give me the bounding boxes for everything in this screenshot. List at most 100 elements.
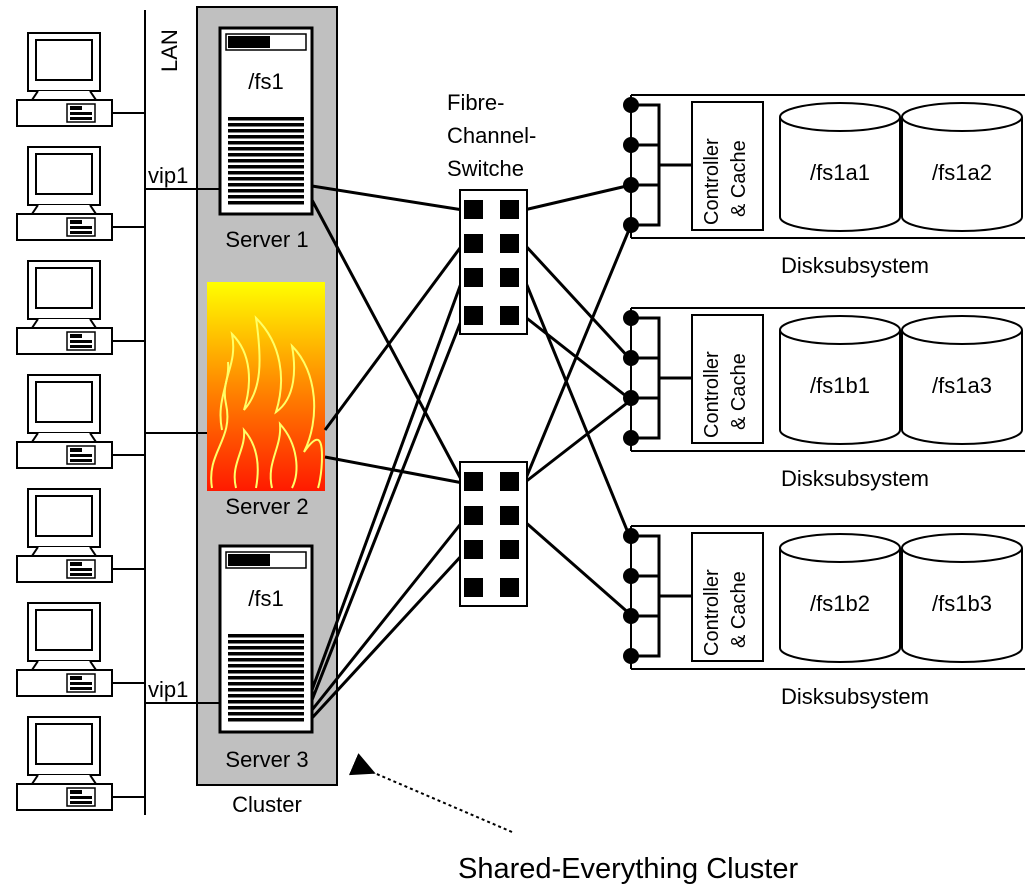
vent-slat [228, 135, 304, 139]
vent-slat [228, 694, 304, 698]
controller-box [691, 101, 764, 231]
client-computer [16, 374, 145, 469]
port-bus [631, 316, 692, 440]
server-3-fs-label: /fs1 [248, 586, 283, 611]
switch-port [464, 540, 483, 559]
vent-slat [228, 688, 304, 692]
cable-sw1-d3a [522, 277, 633, 541]
server-1-name: Server 1 [225, 227, 308, 252]
fc-port [623, 648, 639, 664]
lan-network: LAN [144, 10, 182, 815]
switch-port [500, 578, 519, 597]
switch-port [500, 200, 519, 219]
cable-s1-sw1 [311, 184, 464, 212]
desktop-unit-icon [16, 555, 113, 583]
monitor-icon [27, 374, 101, 443]
disk-drive: /fs1b2 [779, 533, 901, 663]
client-computer [16, 488, 145, 583]
cable-sw2-d2c [523, 398, 632, 485]
fc-port [623, 608, 639, 624]
server-3: /fs1 Server 3 [218, 544, 314, 772]
switch-port [500, 268, 519, 287]
vent-slat [228, 652, 304, 656]
switch-port [500, 234, 519, 253]
vent-slat [228, 165, 304, 169]
vent-slat [228, 646, 304, 650]
vent-slat [228, 634, 304, 638]
controller-label: Controller [701, 138, 723, 225]
fibre-channel-switches: Fibre- Channel- Switche [447, 90, 536, 607]
client-computer [16, 32, 145, 127]
disksubsystem-enclosure [630, 307, 1025, 452]
cache-label: & Cache [728, 140, 750, 217]
controller-box [691, 314, 764, 444]
monitor-icon [27, 146, 101, 215]
cache-label: & Cache [728, 571, 750, 648]
server-3-vip-label: vip1 [148, 677, 188, 702]
fibre-channel-switch-2 [459, 461, 528, 607]
fc-port [623, 97, 639, 113]
fc-port [623, 137, 639, 153]
fc-port [623, 430, 639, 446]
fc-port [623, 528, 639, 544]
disk-label: /fs1a3 [932, 373, 992, 398]
fc-port [623, 568, 639, 584]
vent-slat [228, 682, 304, 686]
desktop-unit-icon [16, 669, 113, 697]
flame-icon [210, 315, 324, 489]
disk-drive: /fs1b3 [901, 533, 1023, 663]
server-3-name: Server 3 [225, 747, 308, 772]
monitor-icon [27, 602, 101, 671]
fc-port [623, 310, 639, 326]
diagram-caption: Shared-Everything Cluster [458, 853, 798, 885]
disksubsystem-1: Controller& Cache/fs1a1/fs1a2Disksubsyst… [623, 94, 1025, 278]
controller-label: Controller [701, 569, 723, 656]
switch-port [500, 540, 519, 559]
vent-slat [228, 159, 304, 163]
vent-slat [228, 712, 304, 716]
disksubsystem-label: Disksubsystem [781, 466, 929, 491]
vent-slat [228, 664, 304, 668]
lan-server-links [145, 188, 220, 704]
fc-port [623, 177, 639, 193]
disksubsystem-2: Controller& Cache/fs1b1/fs1a3Disksubsyst… [623, 307, 1025, 491]
disksubsystem-enclosure [630, 525, 1025, 670]
disk-drive: /fs1a3 [901, 315, 1023, 445]
cable-sw2-d3b [523, 519, 632, 617]
server-1-drive-slot [228, 36, 270, 48]
cache-label: & Cache [728, 353, 750, 430]
cable-s3-sw1b [310, 315, 465, 701]
vent-slat [228, 117, 304, 121]
cable-sw2-d1b [522, 224, 633, 484]
disk-drive: /fs1b1 [779, 315, 901, 445]
disksubsystem-3: Controller& Cache/fs1b2/fs1b3Disksubsyst… [623, 525, 1025, 709]
desktop-unit-icon [16, 327, 113, 355]
caption-arrow [348, 753, 513, 833]
disk-label: /fs1a1 [810, 160, 870, 185]
vent-slat [228, 706, 304, 710]
cable-s3-sw2a [310, 520, 465, 711]
desktop-unit-icon [16, 213, 113, 241]
switch-port [500, 506, 519, 525]
disksubsystem-enclosure [630, 94, 1025, 239]
disk-label: /fs1b1 [810, 373, 870, 398]
cable-s1-sw2 [310, 199, 465, 484]
desktop-unit-icon [16, 783, 113, 811]
client-computer [16, 716, 145, 811]
server-2-fire [207, 282, 325, 491]
server-1-vents [228, 117, 304, 205]
server-2: Server 2 [207, 282, 325, 519]
server-3-drive-slot [228, 554, 270, 566]
server-1-vip-label: vip1 [148, 163, 188, 188]
disk-drive: /fs1a1 [779, 102, 901, 232]
server-2-name: Server 2 [225, 494, 308, 519]
fc-port [623, 350, 639, 366]
lan-label: LAN [157, 29, 182, 72]
switch-port [464, 234, 483, 253]
switch-label-line-1: Fibre- [447, 90, 504, 115]
port-bus [631, 534, 692, 658]
vent-slat [228, 183, 304, 187]
vent-slat [228, 141, 304, 145]
client-computer [16, 602, 145, 697]
